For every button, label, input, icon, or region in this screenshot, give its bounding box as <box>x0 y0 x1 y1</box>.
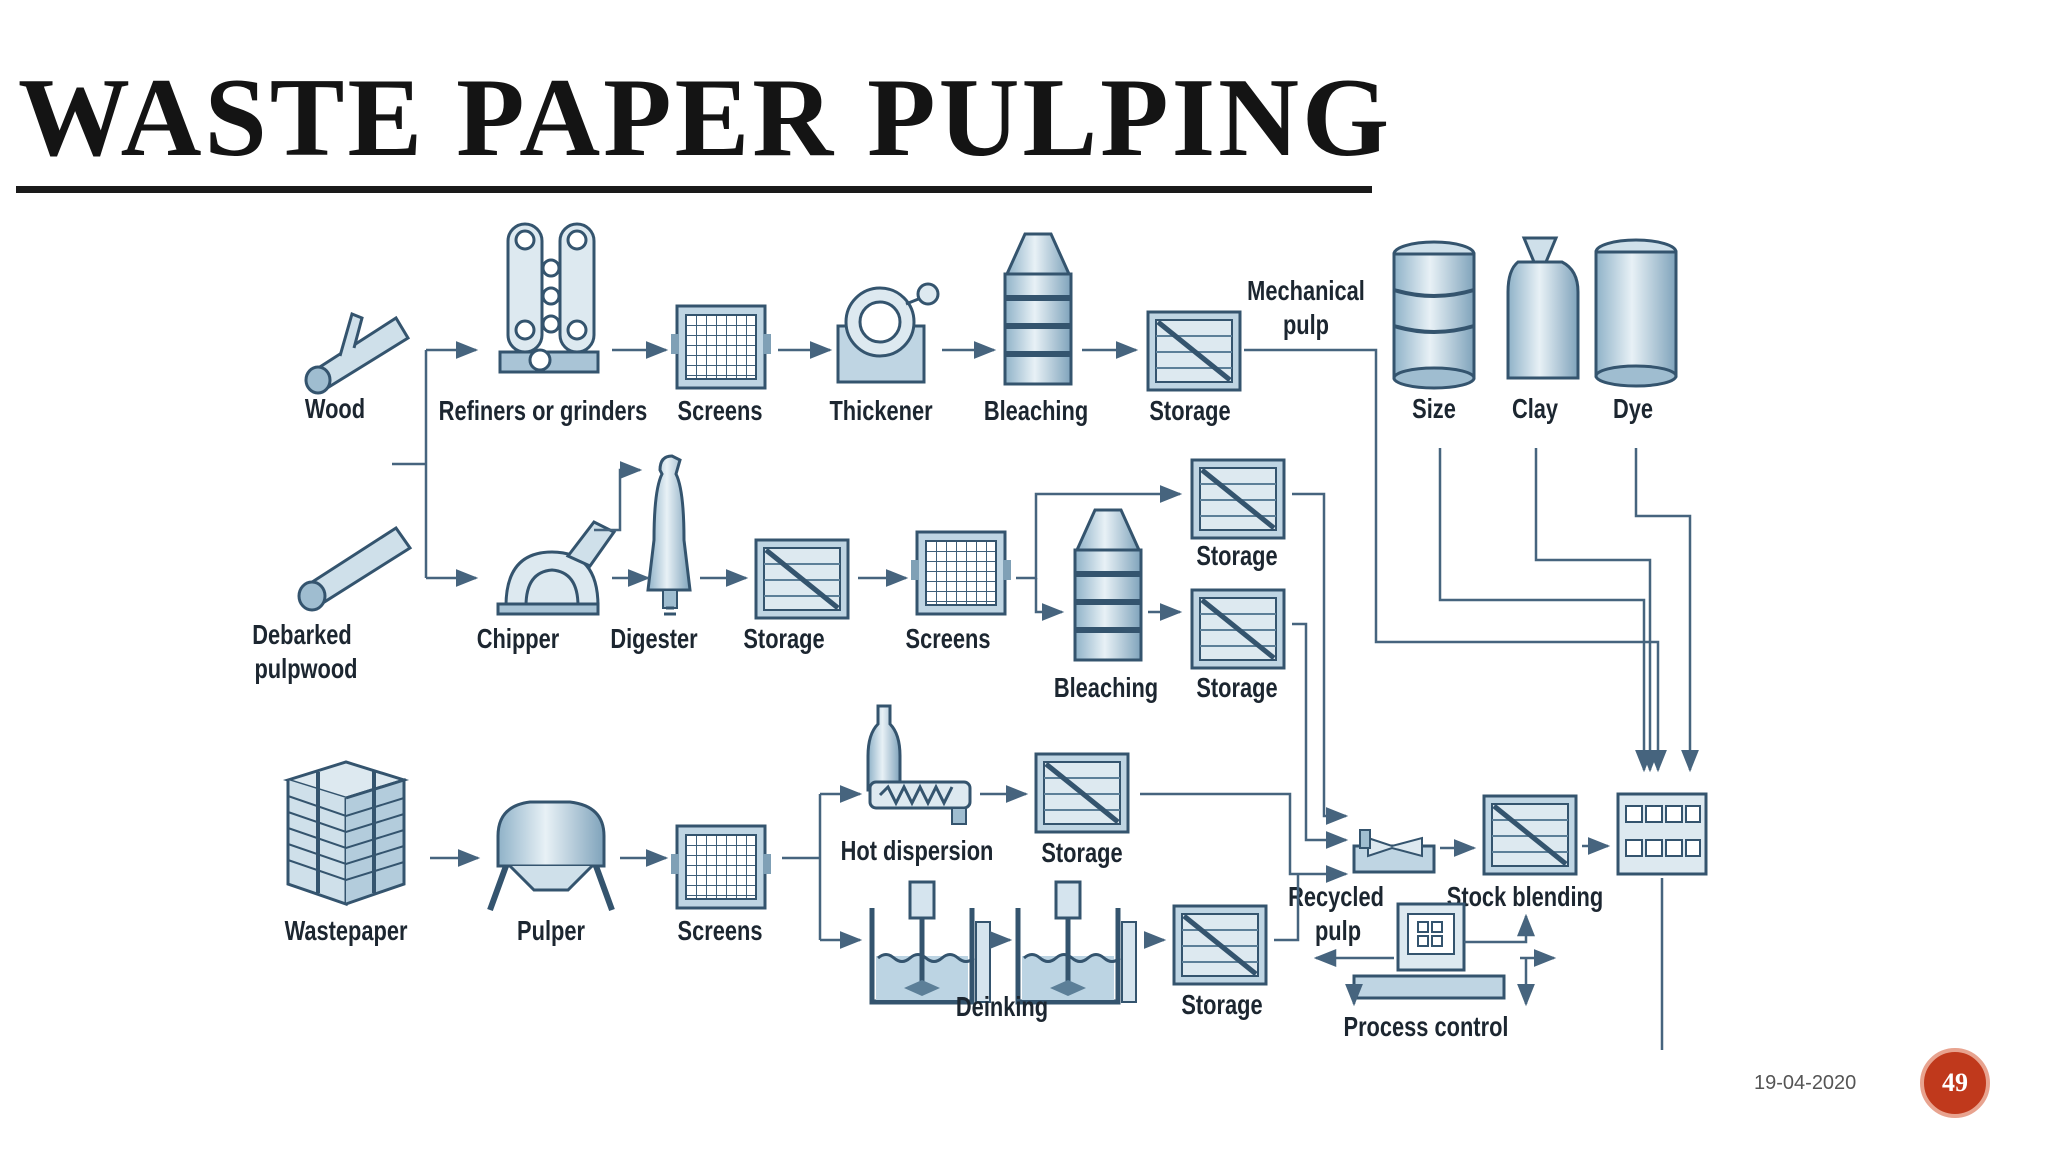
storage-crate-icon <box>1174 906 1266 984</box>
size-drum-icon <box>1392 240 1476 390</box>
label-screens-row3: Screens <box>678 915 763 946</box>
label-storage-row2: Storage <box>743 623 824 654</box>
storage-crate-icon <box>1484 796 1576 874</box>
storage-crate-icon <box>1148 312 1240 390</box>
label-clay: Clay <box>1512 393 1558 424</box>
label-bleaching-row1: Bleaching <box>984 395 1088 426</box>
pulper-icon <box>487 800 615 912</box>
dye-drum-icon <box>1594 238 1678 388</box>
deinking-tank-icon <box>872 882 990 1002</box>
label-chipper: Chipper <box>477 623 560 654</box>
bleaching-tower-icon <box>1075 510 1141 660</box>
label-deinking: Deinking <box>956 991 1048 1022</box>
label-storage-row2-lower: Storage <box>1196 672 1277 703</box>
label-stock-blending: Stock blending <box>1447 881 1603 912</box>
label-wastepaper: Wastepaper <box>285 915 408 946</box>
label-storage-row2-upper: Storage <box>1196 540 1277 571</box>
label-mechanical-pulp-line2: pulp <box>1283 309 1329 340</box>
chipper-icon <box>496 520 617 616</box>
wastepaper-stack-icon <box>282 760 410 907</box>
wood-log-icon <box>304 311 411 395</box>
label-recycled-pulp-line1: Recycled <box>1288 881 1384 912</box>
storage-crate-icon <box>756 540 848 618</box>
storage-crate-icon <box>1036 754 1128 832</box>
label-mechanical-pulp-line1: Mechanical <box>1247 275 1365 306</box>
slide-date: 19-04-2020 <box>1754 1072 1857 1094</box>
label-storage-row3-lower: Storage <box>1181 989 1262 1020</box>
label-thickener: Thickener <box>829 395 932 426</box>
debarked-pulpwood-log-icon <box>297 525 413 612</box>
title-underline <box>16 186 1372 193</box>
refiner-grinder-icon <box>498 222 600 374</box>
size-drum-bands <box>1393 288 1475 334</box>
label-debarked-line2: pulpwood <box>254 653 357 684</box>
label-bleaching-row2: Bleaching <box>1054 672 1158 703</box>
label-screens-row1: Screens <box>678 395 763 426</box>
label-storage-row1: Storage <box>1149 395 1230 426</box>
control-panel-icon <box>1616 792 1708 876</box>
label-refiners-or-grinders: Refiners or grinders <box>439 395 648 426</box>
bleaching-tower-icon <box>1005 234 1071 384</box>
thickener-icon <box>836 282 940 384</box>
label-digester: Digester <box>610 623 698 654</box>
label-pulper: Pulper <box>517 915 585 946</box>
screen-icon <box>669 304 773 390</box>
storage-crate-icon <box>1192 460 1284 538</box>
label-dye: Dye <box>1613 393 1653 424</box>
blending-pump-icon <box>1352 829 1436 874</box>
label-debarked-line1: Debarked <box>252 619 351 650</box>
flow-arrows <box>392 341 1699 1050</box>
clay-bag-icon <box>1506 236 1580 380</box>
storage-crate-icon <box>1192 590 1284 668</box>
label-process-control: Process control <box>1344 1011 1509 1042</box>
deinking-tank-icon <box>1018 882 1136 1002</box>
label-hot-dispersion: Hot dispersion <box>841 835 994 866</box>
label-screens-row2: Screens <box>906 623 991 654</box>
page-number-badge: 49 <box>1920 1048 1990 1118</box>
screen-icon <box>909 530 1013 616</box>
screen-icon <box>669 824 773 910</box>
process-control-computer-icon <box>1352 902 1506 1000</box>
slide-title: WASTE PAPER PULPING <box>18 56 1393 180</box>
label-storage-row3-upper: Storage <box>1041 837 1122 868</box>
digester-icon <box>646 454 692 616</box>
hot-dispersion-icon <box>866 704 972 825</box>
label-size: Size <box>1412 393 1456 424</box>
label-wood: Wood <box>305 393 365 424</box>
label-recycled-pulp-line2: pulp <box>1315 915 1361 946</box>
